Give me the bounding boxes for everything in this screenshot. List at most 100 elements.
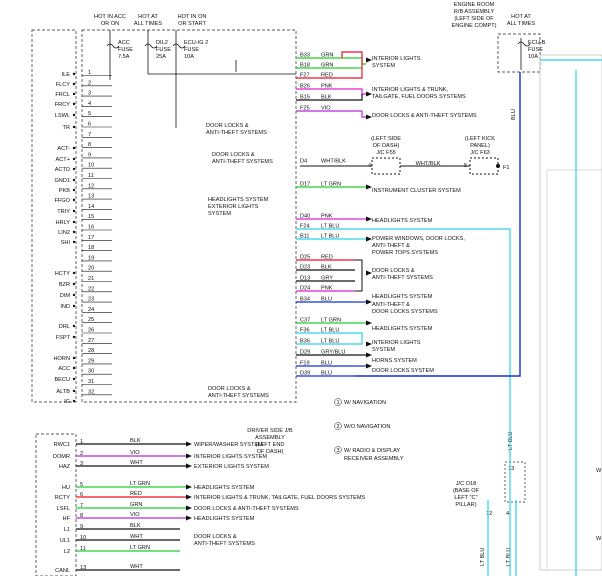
system-label-7: ANTI-THEFT SYSTEMS [372, 275, 433, 281]
system-label-11: SYSTEM [372, 347, 395, 353]
connector-pin-b33: B33 [300, 53, 310, 59]
wire-grn-group [355, 57, 366, 65]
pin-label-triy: TRIY [57, 209, 70, 215]
pin-number: 25 [88, 317, 94, 323]
pin-number: 24 [88, 307, 94, 313]
system-arrow [366, 299, 372, 305]
note-circle [334, 422, 342, 430]
pin-label-tr: TR [63, 125, 70, 131]
pin-number: 15 [88, 214, 94, 220]
connector-pin-f24: F24 [300, 224, 310, 230]
lower-dl-at-label: DOOR LOCKS & [194, 534, 237, 540]
pin-terminal-dot [72, 304, 76, 308]
system-label-6: POWER TOPS SYSTEMS [372, 250, 438, 256]
connector-pin-d17: D17 [300, 182, 310, 188]
pin-terminal-dot [72, 377, 76, 381]
wire-color-b33: GRN [321, 53, 333, 59]
inner-dl-at-1: ANTI-THEFT SYSTEMS [206, 130, 267, 136]
o18-pin: 13 [508, 466, 514, 472]
pin-label-shi: SHI [61, 240, 71, 246]
inner-dl-at-3: ANTI-THEFT SYSTEMS [208, 393, 269, 399]
system-label-6: ANTI-THEFT & [372, 243, 410, 249]
system-label-5: HEADLIGHTS SYSTEM [372, 218, 433, 224]
wire-color-b26: PNK [321, 84, 333, 90]
fuse-ecuig2-label: 10A [184, 54, 194, 60]
wire-color-f25: VIO [321, 106, 331, 112]
inner-hl-ext: EXTERIOR LIGHTS [208, 204, 259, 210]
lower-pin-number: 7 [80, 503, 83, 509]
pin-label-pkb: PKB [59, 188, 70, 194]
lower-pin-number: 9 [80, 524, 83, 530]
lower-pin-number: 6 [80, 492, 83, 498]
pin-terminal-dot [72, 178, 76, 182]
wire-layer [72, 51, 602, 576]
connector-pin-f19: F19 [300, 361, 310, 367]
wire-color-b15: BLK [321, 95, 332, 101]
lower-wire-color: WHT [130, 564, 143, 570]
lower-system-label: WIPER/WASHER SYSTEM [194, 442, 263, 448]
note-number: 2 [336, 424, 339, 430]
pin-terminal-dot [72, 125, 76, 129]
pin-number: 23 [88, 297, 94, 303]
driver-jb-label: DRIVER SIDE J/B [247, 428, 293, 434]
wire-color-f24: LT BLU [321, 224, 339, 230]
note-number: 1 [336, 400, 339, 406]
system-label-3: DOOR LOCKS & ANTI-THEFT SYSTEMS [372, 113, 477, 119]
pin-label-dim: DIM [60, 293, 71, 299]
pin-terminal-dot [72, 366, 76, 370]
pin-label-gnd1: GND1 [54, 178, 70, 184]
note-text: RECEIVER ASSEMBLY [344, 456, 404, 462]
lower-pin-lsfl: LSFL [57, 506, 70, 512]
fuse-ecub-label: 10A [528, 54, 538, 60]
lower-system-arrow [186, 515, 192, 521]
pin-terminal-dot [72, 271, 76, 275]
fuse-dil2-label: 25A [156, 54, 166, 60]
note-text: W/ NAVIGATION [344, 400, 386, 406]
system-arrow [366, 352, 372, 358]
jc-o18-label: LEFT "C" [454, 495, 477, 501]
connector-pin-d25: D25 [300, 255, 310, 261]
lower-system-arrow [186, 494, 192, 500]
pin-number: 17 [88, 235, 94, 241]
system-label-2: INTERIOR LIGHTS & TRUNK, [372, 87, 448, 93]
pin-number: 16 [88, 225, 94, 231]
pin-label-frcl: FRCL [55, 92, 70, 98]
lower-pin-hf: HF [63, 516, 71, 522]
note-text: W/O NAVIGATION [344, 424, 390, 430]
inner-dl-at-2: ANTI-THEFT SYSTEMS [212, 159, 273, 165]
system-label-9: ANTI-THEFT & [372, 302, 410, 308]
lower-pin-domr: DOMR [53, 454, 70, 460]
fuse-ecuig2-label: ECU-IG 2 [184, 40, 208, 46]
pin-terminal-dot [72, 356, 76, 360]
lower-system-label: INTERIOR LIGHTS SYSTEM [194, 454, 267, 460]
system-label-11: INTERIOR LIGHTS [372, 340, 421, 346]
lower-system-label: HEADLIGHTS SYSTEM [194, 485, 255, 491]
pin-number: 11 [88, 173, 94, 179]
lower-wire-color: VIO [130, 450, 140, 456]
pin-number: 26 [88, 328, 94, 334]
lower-pin-number: 2 [80, 451, 83, 457]
connector-pin-b34: B34 [300, 297, 310, 303]
pin-label-fspt: FSPT [56, 335, 71, 341]
lower-wire-color: LT GRN [130, 481, 150, 487]
frames [31, 29, 602, 576]
driver-jb-label: (LEFT END [256, 442, 285, 448]
connector-pin-d23: D23 [300, 265, 310, 271]
pin-label-lin2: LIN2 [58, 230, 70, 236]
lower-pin-number: 3 [80, 461, 83, 467]
pin-number: 4 [88, 101, 91, 107]
driver-jb-label: ASSEMBLY [255, 435, 285, 441]
jc-f55-label: J/C F55 [376, 150, 396, 156]
system-arrow [366, 184, 372, 190]
system-arrow [366, 270, 372, 276]
o18-pin: 4 [506, 511, 509, 517]
connector-pin-d13: D13 [300, 276, 310, 282]
pin-terminal-dot [72, 230, 76, 234]
pin-number: 31 [88, 379, 94, 385]
hot-on-label: OR START [178, 21, 206, 27]
pin-terminal-dot [72, 157, 76, 161]
pin-label-ffgo: FFGO [54, 198, 70, 204]
pin-number: 10 [88, 163, 94, 169]
lower-wire-color: RED [130, 491, 142, 497]
pin-terminal-dot [72, 293, 76, 297]
